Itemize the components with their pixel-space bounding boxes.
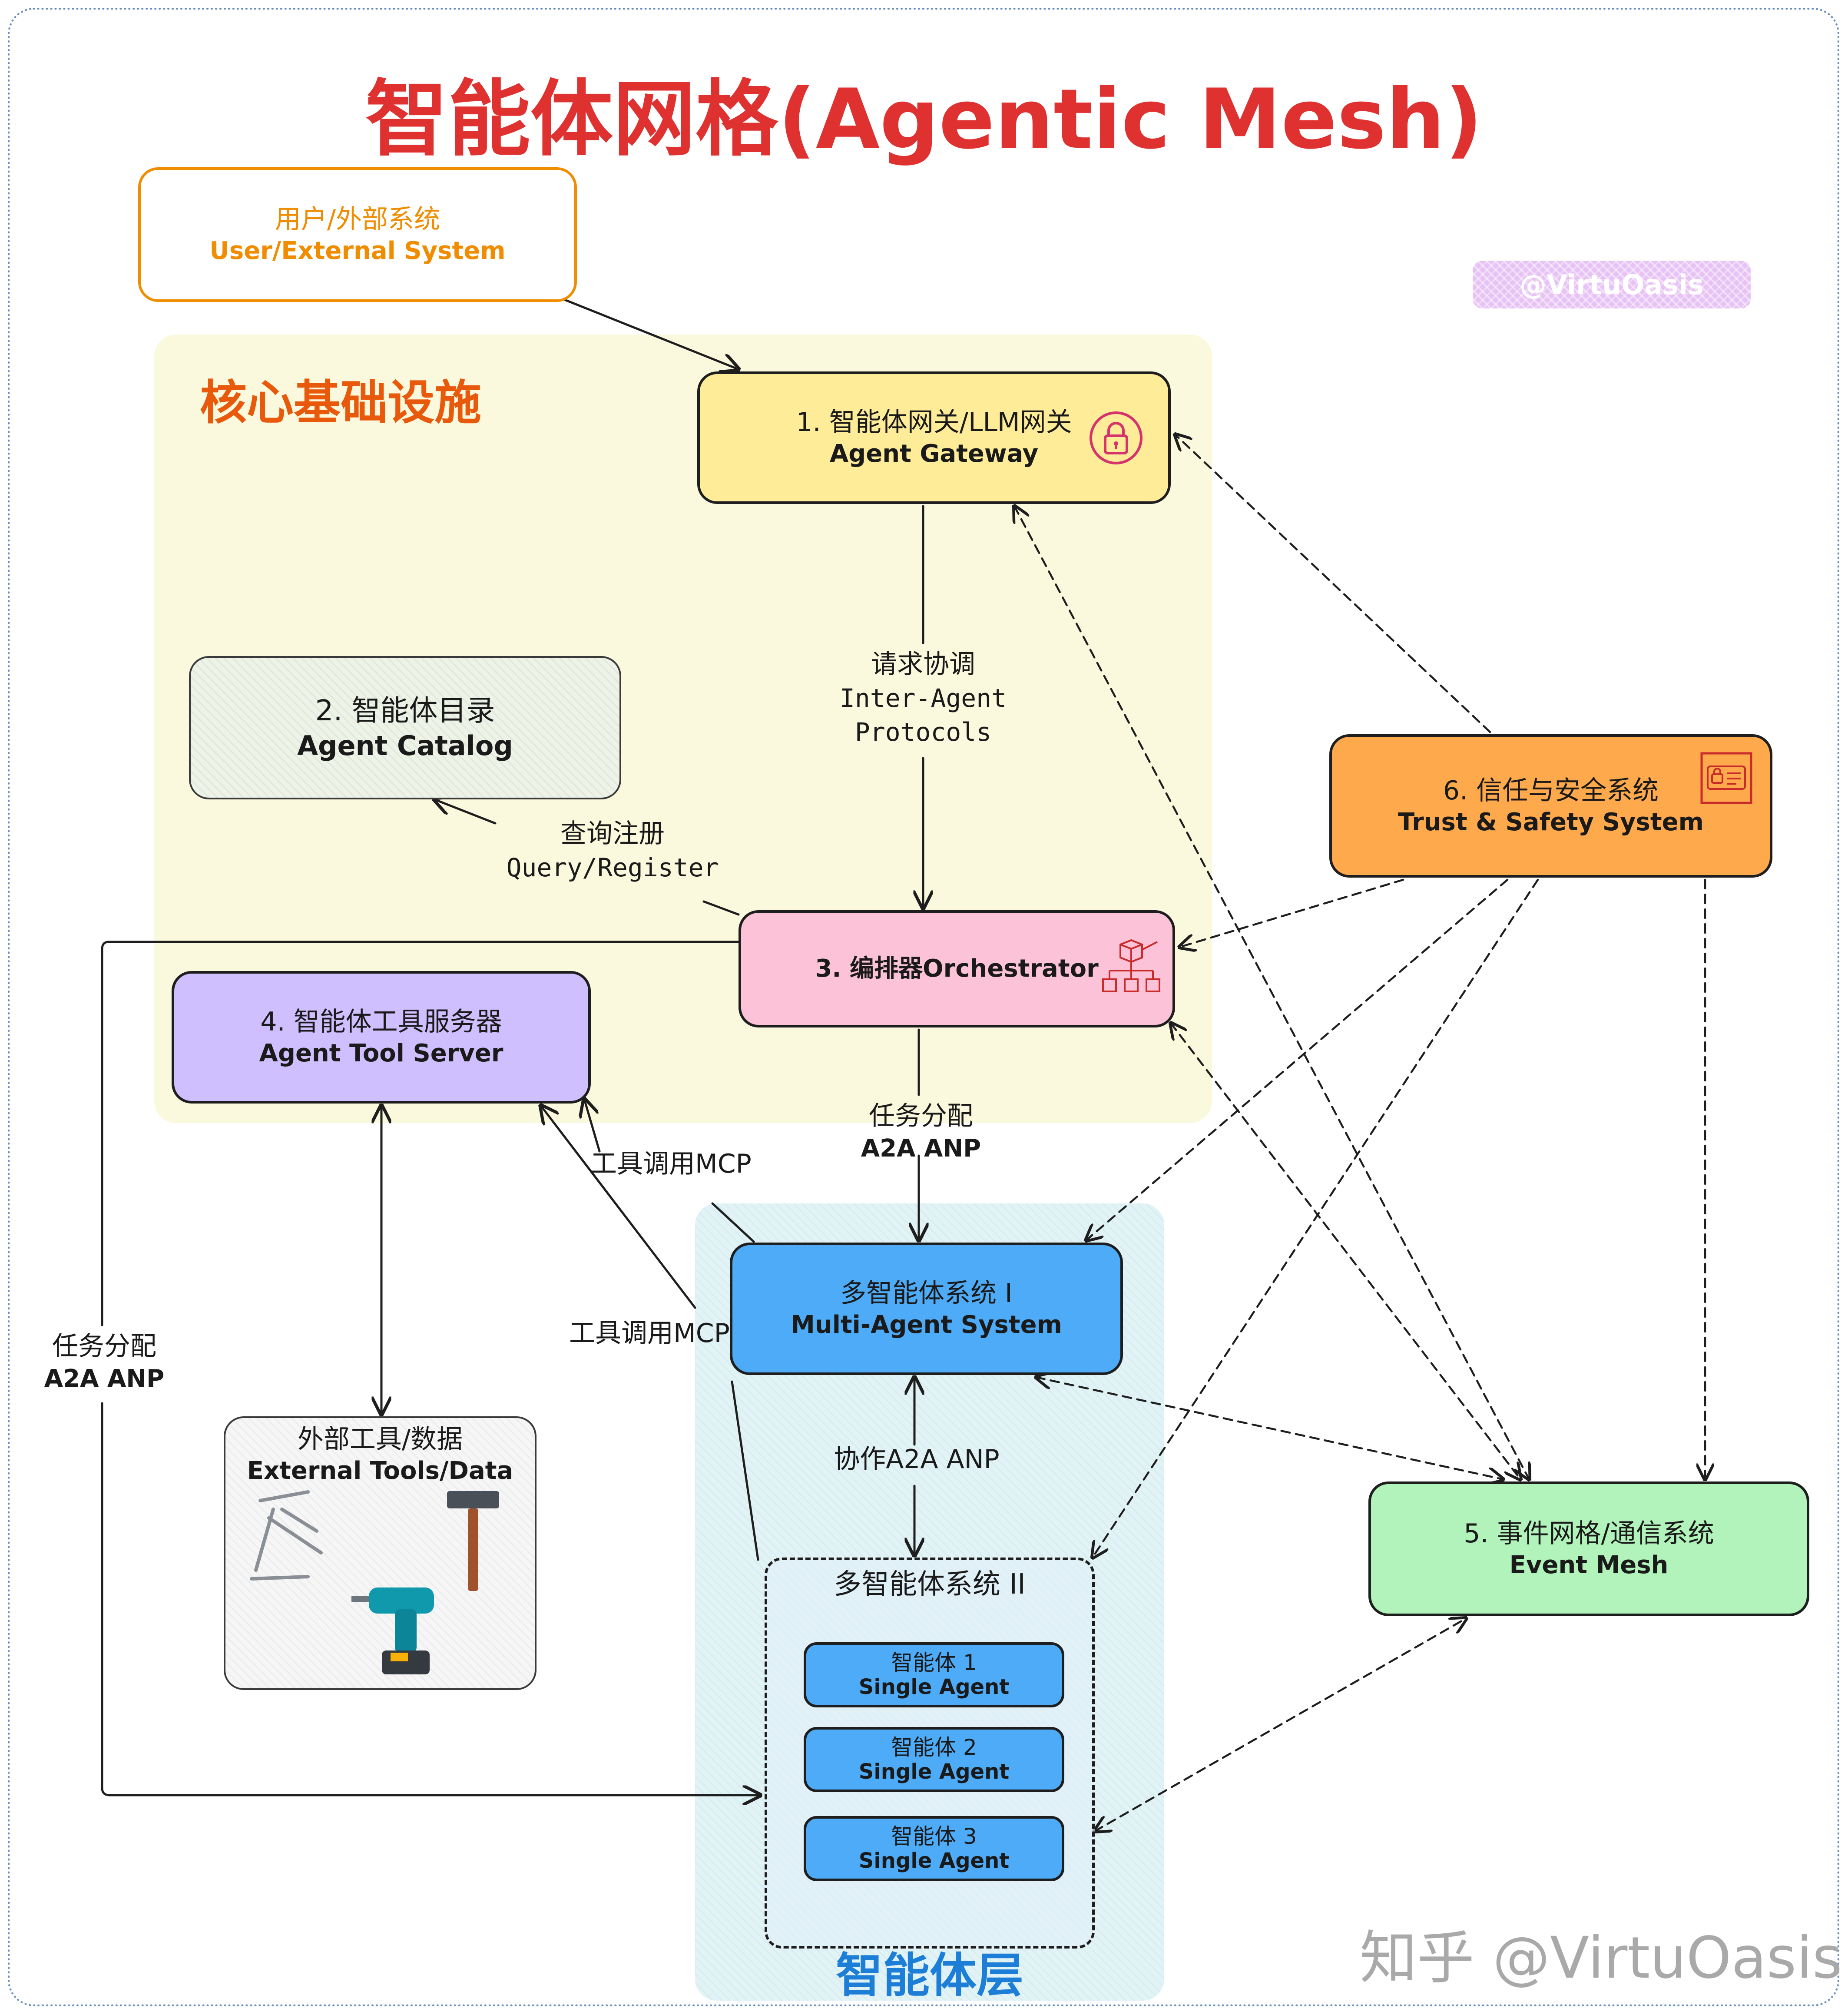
user-node-cn: 用户/外部系统 xyxy=(275,204,440,235)
orchestrator-node: 3. 编排器Orchestrator xyxy=(739,910,1175,1027)
watermark-bottom: 知乎 @VirtuOasis xyxy=(1360,1925,1842,1992)
edge-mas1-tool xyxy=(711,1202,755,1243)
edge-left-assign xyxy=(101,941,740,1326)
tool-server-node-en: Agent Tool Server xyxy=(259,1039,503,1067)
edge-label-left-assign: 任务分配 A2A ANP xyxy=(39,1329,169,1395)
agent-gateway-node: 1. 智能体网关/LLM网关 Agent Gateway xyxy=(697,371,1171,504)
edge-label-tool-mcp-1: 工具调用MCP xyxy=(591,1149,752,1179)
trust-safety-node: 6. 信任与安全系统 Trust & Safety System xyxy=(1329,734,1772,878)
lock-icon xyxy=(1090,411,1143,464)
edge-orchestrator-catalog xyxy=(702,900,740,916)
event-node-en: Event Mesh xyxy=(1509,1551,1669,1579)
edge-label-tool-mcp-2: 工具调用MCP xyxy=(569,1318,730,1349)
external-node-cn: 外部工具/数据 xyxy=(297,1424,463,1455)
edge-label-inter-agent-en1: Inter-Agent xyxy=(839,683,1007,713)
trust-node-cn: 6. 信任与安全系统 xyxy=(1443,775,1659,806)
hammer-icon xyxy=(447,1491,499,1591)
user-external-system-node: 用户/外部系统 User/External System xyxy=(138,167,577,302)
id-card-icon xyxy=(1700,752,1752,804)
tool-server-node-cn: 4. 智能体工具服务器 xyxy=(260,1007,502,1037)
mas1-node-cn: 多智能体系统 I xyxy=(840,1278,1013,1309)
agent-3-en: Single Agent xyxy=(858,1849,1010,1873)
edge-label-query-en: Query/Register xyxy=(506,853,719,882)
mas2-title: 多智能体系统 II xyxy=(833,1568,1026,1601)
agent-1-en: Single Agent xyxy=(858,1675,1010,1700)
edge-trust-orchestrator xyxy=(1179,878,1404,947)
agent-tool-server-node: 4. 智能体工具服务器 Agent Tool Server xyxy=(172,971,591,1104)
catalog-node-en: Agent Catalog xyxy=(297,729,513,762)
edge-mas2-event xyxy=(1095,1618,1466,1831)
edge-query-catalog xyxy=(434,799,497,825)
agent-2-en: Single Agent xyxy=(858,1760,1010,1784)
agent-catalog-node: 2. 智能体目录 Agent Catalog xyxy=(189,656,621,799)
agent-2-cn: 智能体 2 xyxy=(891,1734,977,1760)
edge-label-task-cn: 任务分配 xyxy=(869,1101,973,1131)
catalog-node-cn: 2. 智能体目录 xyxy=(315,694,495,727)
drill-icon xyxy=(351,1587,434,1674)
event-mesh-node: 5. 事件网格/通信系统 Event Mesh xyxy=(1368,1481,1809,1616)
external-tools-node: 外部工具/数据 External Tools/Data xyxy=(224,1416,537,1690)
orchestrator-node-label: 3. 编排器Orchestrator xyxy=(815,954,1099,983)
single-agent-2: 智能体 2 Single Agent xyxy=(804,1727,1064,1792)
edge-label-task-assign: 任务分配 A2A ANP xyxy=(830,1099,1012,1165)
agent-layer-label: 智能体层 xyxy=(835,1949,1023,2003)
watermark-badge: @VirtuOasis xyxy=(1473,261,1751,308)
single-agent-3: 智能体 3 Single Agent xyxy=(804,1816,1064,1881)
edge-user-gateway xyxy=(563,298,739,369)
core-infrastructure-label: 核心基础设施 xyxy=(200,376,482,430)
edge-label-inter-agent-en2: Protocols xyxy=(854,717,992,747)
edge-label-collaboration: 协作A2A ANP xyxy=(834,1444,1000,1475)
page-frame xyxy=(8,8,1839,2006)
edge-mas2-tool xyxy=(731,1380,759,1561)
edge-trust-gateway xyxy=(1175,434,1491,733)
edge-mas1-event xyxy=(1036,1377,1503,1479)
nails-icon xyxy=(250,1490,323,1581)
edge-label-task-en: A2A ANP xyxy=(861,1134,981,1163)
mas1-node-en: Multi-Agent System xyxy=(791,1311,1062,1339)
edge-label-left-cn: 任务分配 xyxy=(52,1331,156,1362)
gateway-node-en: Agent Gateway xyxy=(829,440,1039,468)
edge-orchestrator-event xyxy=(1171,1023,1520,1479)
edge-mas2-tool-2 xyxy=(541,1106,696,1309)
edge-label-left-en: A2A ANP xyxy=(44,1365,165,1393)
edge-label-inter-agent-cn: 请求协调 xyxy=(871,649,975,679)
trust-node-en: Trust & Safety System xyxy=(1398,808,1704,836)
user-node-en: User/External System xyxy=(209,236,506,265)
edge-left-assign-2 xyxy=(101,1402,760,1795)
event-node-cn: 5. 事件网格/通信系统 xyxy=(1464,1518,1714,1549)
multi-agent-system-1-node: 多智能体系统 I Multi-Agent System xyxy=(730,1243,1123,1375)
gateway-node-cn: 1. 智能体网关/LLM网关 xyxy=(796,407,1072,437)
single-agent-1: 智能体 1 Single Agent xyxy=(804,1642,1064,1707)
edge-mas1-tool-2 xyxy=(584,1099,601,1153)
edge-label-inter-agent: 请求协调 Inter-Agent Protocols xyxy=(834,647,1012,749)
hierarchy-icon xyxy=(1102,939,1160,992)
diagram-title: 智能体网格(Agentic Mesh) xyxy=(365,71,1483,167)
edge-label-query-register: 查询注册 Query/Register xyxy=(500,817,725,885)
agent-1-cn: 智能体 1 xyxy=(891,1650,977,1675)
agent-3-cn: 智能体 3 xyxy=(891,1823,977,1849)
edge-label-query-cn: 查询注册 xyxy=(560,819,665,849)
external-node-en: External Tools/Data xyxy=(247,1457,513,1485)
